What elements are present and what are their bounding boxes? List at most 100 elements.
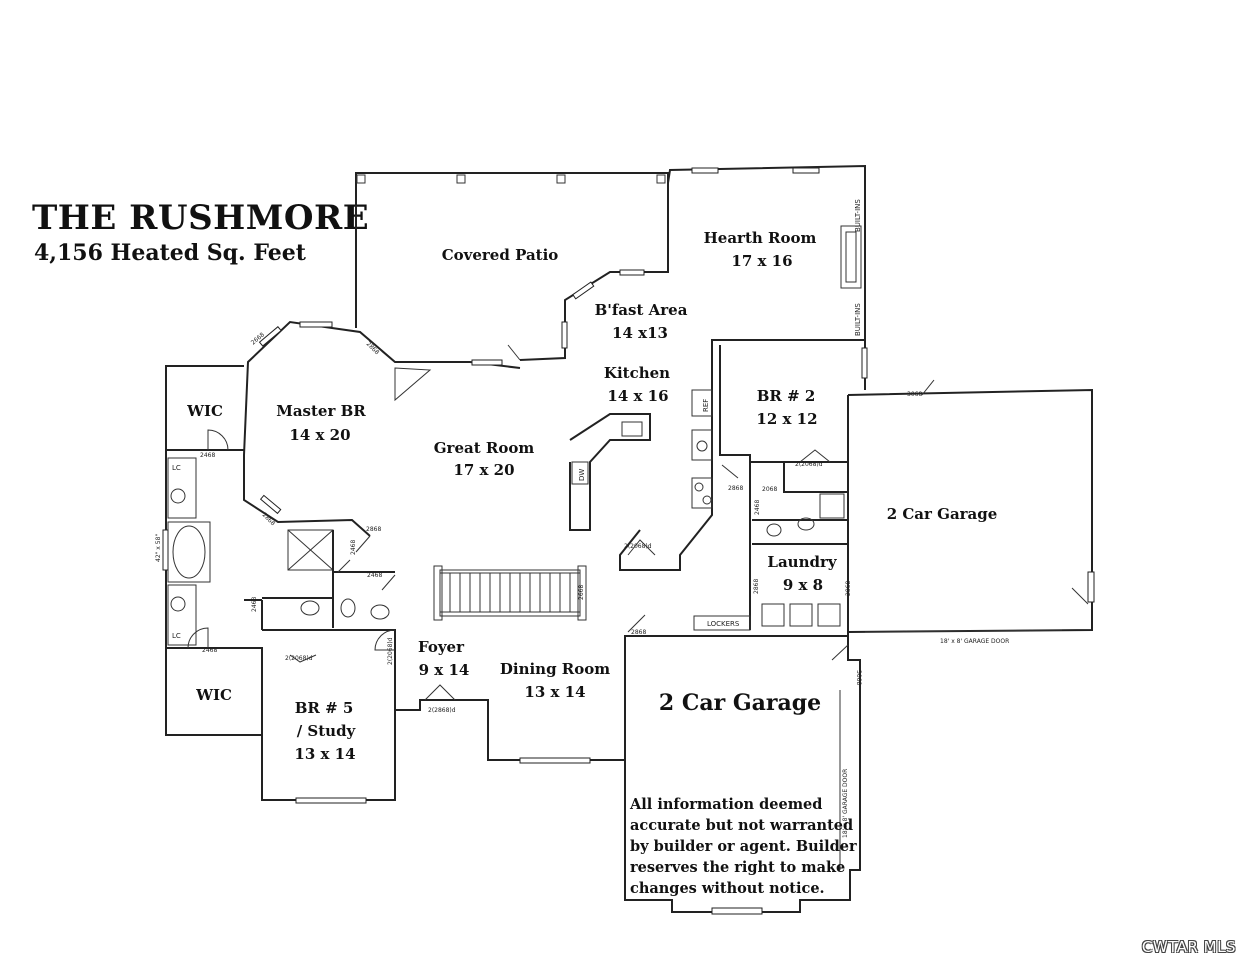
room-br2-size: 12 x 12 [756, 410, 817, 428]
door-code: 3068 [907, 391, 922, 398]
lockers [693, 615, 751, 631]
sink-icon [766, 523, 782, 537]
room-garage-main: 2 Car Garage [659, 690, 821, 716]
toilet-icon [340, 598, 356, 618]
room-hearth-size: 17 x 16 [731, 252, 792, 270]
door-code: 2068 [762, 486, 777, 493]
window [519, 757, 591, 764]
post [356, 174, 366, 184]
toilet-icon [300, 600, 320, 616]
corner-cabinet [394, 367, 432, 402]
room-covered-patio: Covered Patio [442, 246, 559, 264]
door-code: 2468 [367, 572, 382, 579]
door-code: 2668 [578, 585, 585, 600]
post [656, 174, 666, 184]
room-foyer: Foyer [418, 638, 465, 656]
door-code: 2468 [754, 500, 761, 515]
door-code: 2468 [251, 597, 258, 612]
door-code: 2868 [753, 579, 760, 594]
room-kitchen-size: 14 x 16 [607, 387, 668, 405]
ref-label: REF [702, 399, 710, 412]
window [619, 269, 645, 276]
room-foyer-size: 9 x 14 [419, 661, 470, 679]
washer [761, 603, 785, 627]
plan-title: THE RUSHMORE [32, 198, 370, 238]
lc-top: LC [172, 464, 181, 472]
garage-door-right: 18' x 8' GARAGE DOOR [940, 638, 1009, 645]
window [691, 167, 719, 174]
dishwasher [571, 461, 589, 485]
window [471, 359, 503, 366]
room-kitchen: Kitchen [604, 364, 670, 382]
room-wic-top: WIC [186, 402, 223, 420]
laundry-sink [817, 603, 841, 627]
sink-icon [691, 429, 713, 461]
door-code: 2868 [366, 526, 381, 533]
watermark-logo: CWTAR MLS [1141, 938, 1236, 956]
door-code: 2(2068)d [795, 461, 823, 468]
disclaimer-text: All information deemed accurate but not … [630, 796, 857, 897]
door-code: 2468 [202, 647, 217, 654]
room-br5: BR # 5 [295, 699, 354, 717]
room-br2: BR # 2 [757, 387, 816, 405]
fireplace [840, 225, 862, 289]
room-dining-size: 13 x 14 [524, 683, 585, 701]
door-swings [187, 344, 1089, 701]
sink-icon [370, 604, 390, 620]
room-bfast: B'fast Area [595, 301, 688, 319]
door-code: 2868 [261, 511, 277, 527]
door-code: 2868 [365, 340, 381, 356]
room-labels: Covered Patio Hearth Room 17 x 16 B'fast… [186, 229, 997, 763]
dryer [789, 603, 813, 627]
lockers-label: LOCKERS [707, 620, 740, 628]
lc-bottom: LC [172, 632, 181, 640]
built-ins-top: BUILT-INS [854, 199, 862, 232]
toilet-icon [797, 517, 815, 531]
staircase [433, 565, 587, 621]
tub-size: 42" x 58" [155, 534, 162, 562]
room-laundry: Laundry [767, 553, 837, 571]
door-code: 2468 [350, 540, 357, 555]
room-br5-study: / Study [297, 722, 357, 740]
door-code: 2468 [200, 452, 215, 459]
range [691, 477, 713, 509]
door-code: 2(2068)d [387, 637, 394, 665]
door-code: 2(2068)d [624, 543, 652, 550]
room-garage-right: 2 Car Garage [887, 505, 998, 523]
room-great-room: Great Room [434, 439, 535, 457]
room-great-room-size: 17 x 20 [453, 461, 514, 479]
room-dining: Dining Room [500, 660, 610, 678]
room-master-br: Master BR [276, 402, 366, 420]
room-br5-size: 13 x 14 [294, 745, 355, 763]
tub [167, 521, 211, 583]
door-code: 3068 [855, 670, 862, 685]
sink-icon [170, 596, 186, 612]
garage-main-walls [624, 635, 861, 915]
door-code: 2(2868)d [428, 707, 456, 714]
window [295, 797, 367, 804]
built-ins-bottom: BUILT-INS [854, 303, 862, 336]
window [792, 167, 820, 174]
plan-heated-area: 4,156 Heated Sq. Feet [34, 240, 306, 266]
garage-door-main: 18' x 8' GARAGE DOOR [842, 769, 849, 838]
garage-right-walls [847, 388, 1095, 635]
dw-label: DW [578, 469, 586, 481]
island-sink [621, 421, 643, 437]
main-walls [162, 269, 645, 804]
tub [819, 493, 845, 519]
refrigerator [691, 389, 713, 417]
fixture-labels: BUILT-INS BUILT-INS REF DW LC LC LOCKERS… [155, 199, 1009, 838]
post [556, 174, 566, 184]
sink-icon [170, 488, 186, 504]
door-code: 2868 [728, 485, 743, 492]
window [861, 347, 868, 379]
room-bfast-size: 14 x13 [612, 324, 668, 342]
door-code: 2868 [845, 581, 852, 596]
window [561, 321, 568, 349]
hearth-room-walls [667, 164, 868, 390]
room-hearth: Hearth Room [704, 229, 817, 247]
room-laundry-size: 9 x 8 [783, 576, 823, 594]
room-master-br-size: 14 x 20 [289, 426, 350, 444]
door-code: 2868 [631, 629, 646, 636]
